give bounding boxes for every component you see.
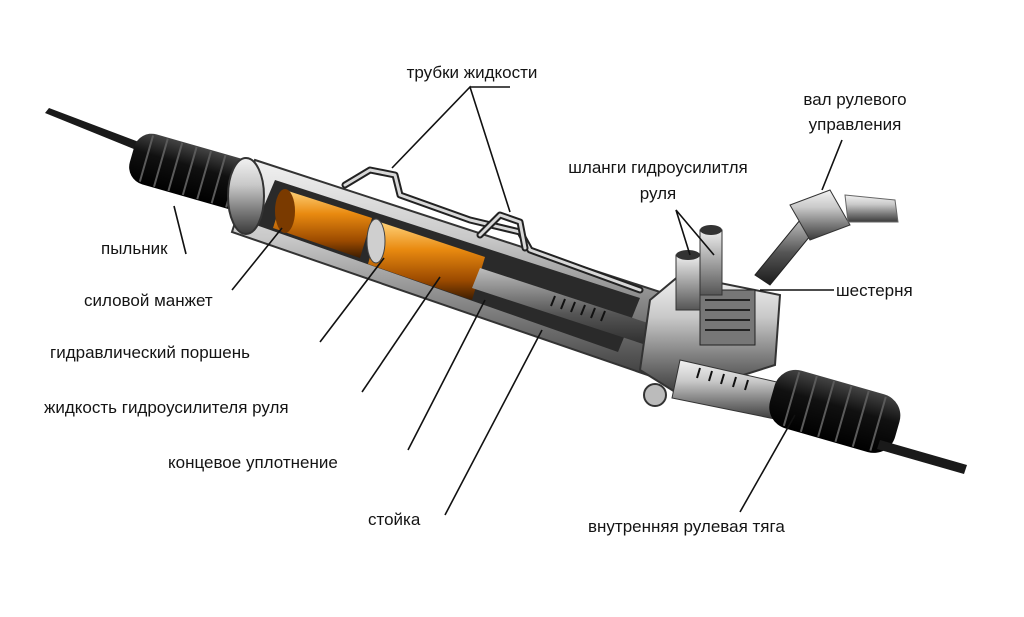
leader-inner-tie-rod	[739, 414, 796, 513]
leader-boot	[173, 205, 187, 255]
label-boot: пыльник	[101, 239, 168, 258]
label-end-seal: концевое уплотнение	[168, 453, 338, 472]
label-pinion: шестерня	[836, 281, 913, 300]
leader-end-seal	[407, 299, 486, 451]
leader-hydraulic-piston	[319, 257, 385, 343]
leader-power-cuff	[231, 227, 283, 291]
left-tie-rod	[45, 108, 160, 158]
label-hoses-line2: руля	[639, 184, 677, 203]
label-power-cuff: силовой манжет	[84, 291, 213, 310]
hydraulic-cylinder	[273, 189, 485, 300]
label-steering-shaft-line1: вал рулевого	[803, 90, 907, 109]
label-fluid: жидкость гидроусилителя руля	[44, 398, 289, 417]
right-boot	[769, 369, 901, 453]
leader-fluid-tubes	[391, 85, 511, 213]
label-hoses-line1: шланги гидроусилитля	[568, 158, 748, 177]
label-rack: стойка	[368, 510, 421, 529]
leader-rack	[444, 329, 543, 516]
label-hydraulic-piston: гидравлический поршень	[50, 343, 250, 362]
valve-body	[638, 273, 782, 407]
leader-steering-shaft	[821, 139, 843, 191]
steering-shaft	[754, 189, 899, 286]
leader-lines	[173, 85, 843, 516]
fluid-tubes	[341, 166, 644, 294]
label-steering-shaft-line2: управления	[808, 115, 902, 134]
rack-bar	[472, 268, 700, 360]
label-inner-tie-rod: внутренняя рулевая тяга	[588, 517, 785, 536]
label-fluid-tubes: трубки жидкости	[406, 63, 538, 82]
leader-fluid	[361, 276, 441, 393]
leader-hoses	[675, 209, 715, 256]
right-tie-rod	[877, 440, 967, 474]
power-steering-hoses	[675, 225, 723, 311]
